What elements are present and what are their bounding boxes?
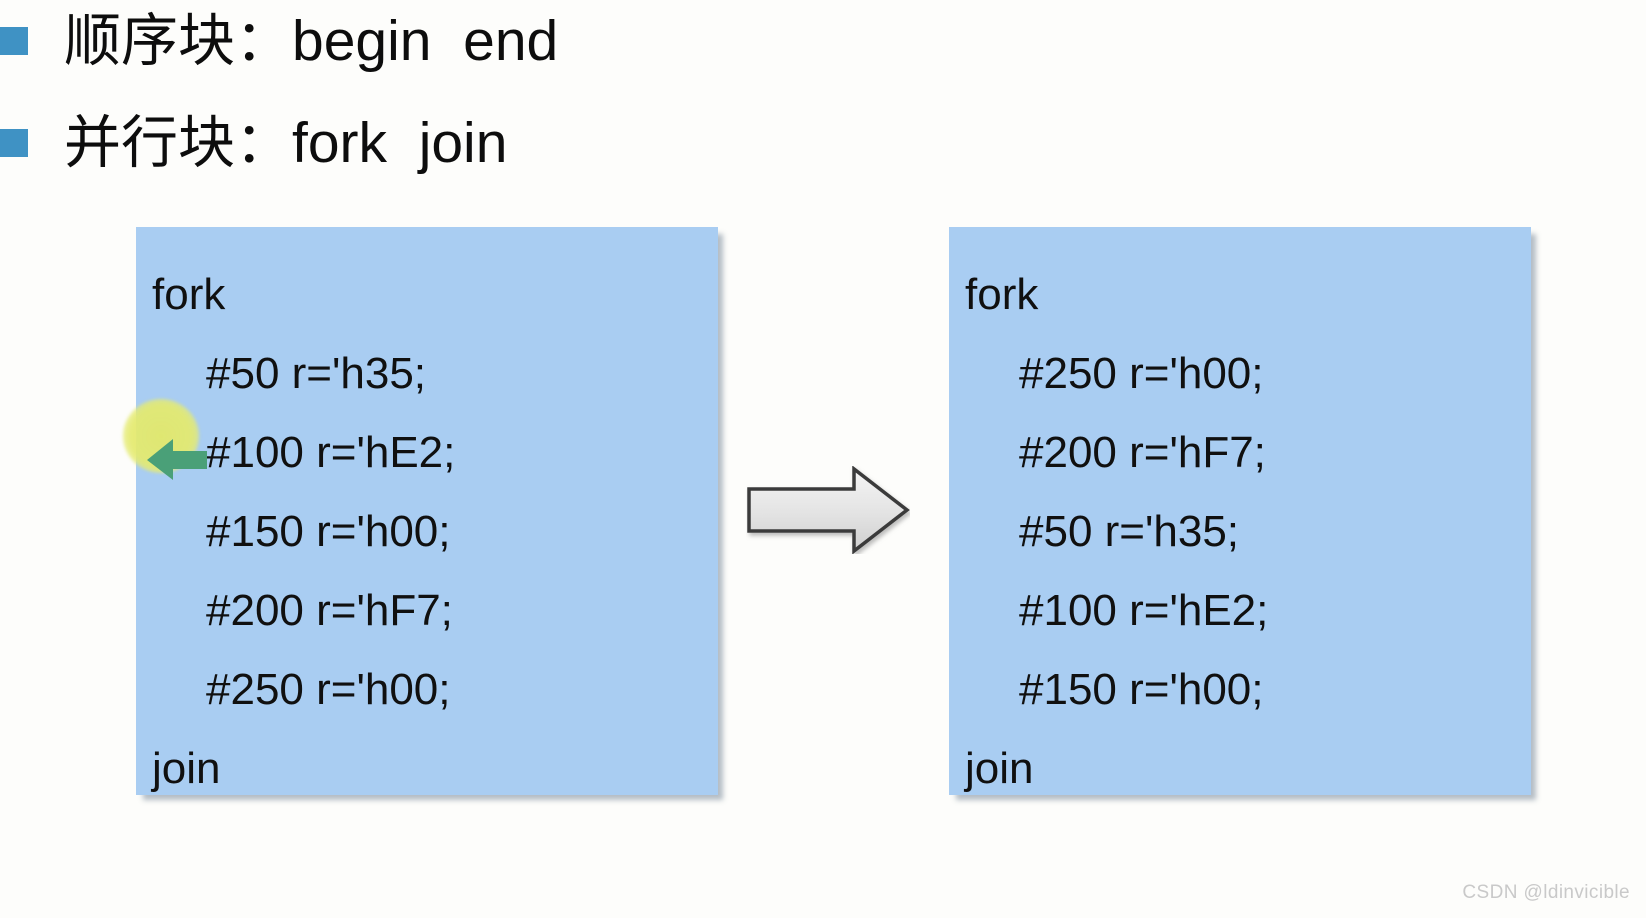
watermark-text: CSDN @ldinvicible [1462,882,1630,903]
code-line: join [152,744,221,793]
code-line: join [965,744,1034,793]
bullet-item-parallel: 并行块：fork join [0,106,507,180]
code-box-before: fork #50 r='h35; #100 r='hE2; #150 r='h0… [136,227,718,795]
code-line: fork [965,270,1039,319]
code-line: #250 r='h00; [1019,349,1264,398]
bullet-item-label: 顺序块：begin end [64,8,559,73]
code-line: #150 r='h00; [1019,665,1264,714]
code-line: fork [152,270,226,319]
code-line: #150 r='h00; [206,507,451,556]
code-box-after: fork #250 r='h00; #200 r='hF7; #50 r='h3… [949,227,1531,795]
code-line: #50 r='h35; [1019,507,1240,556]
right-block-arrow-icon [747,466,910,554]
code-line: #200 r='hF7; [1019,428,1266,477]
code-line: #50 r='h35; [206,349,427,398]
code-line: #100 r='hE2; [1019,586,1269,635]
green-left-arrow-cursor-icon [147,439,207,480]
square-bullet-icon [0,27,28,55]
square-bullet-icon [0,129,28,157]
code-line: #100 r='hE2; [206,428,456,477]
bullet-item-label: 并行块：fork join [64,110,508,175]
code-line: #250 r='h00; [206,665,451,714]
bullet-item-sequential: 顺序块：begin end [0,4,558,78]
code-line: #200 r='hF7; [206,586,453,635]
